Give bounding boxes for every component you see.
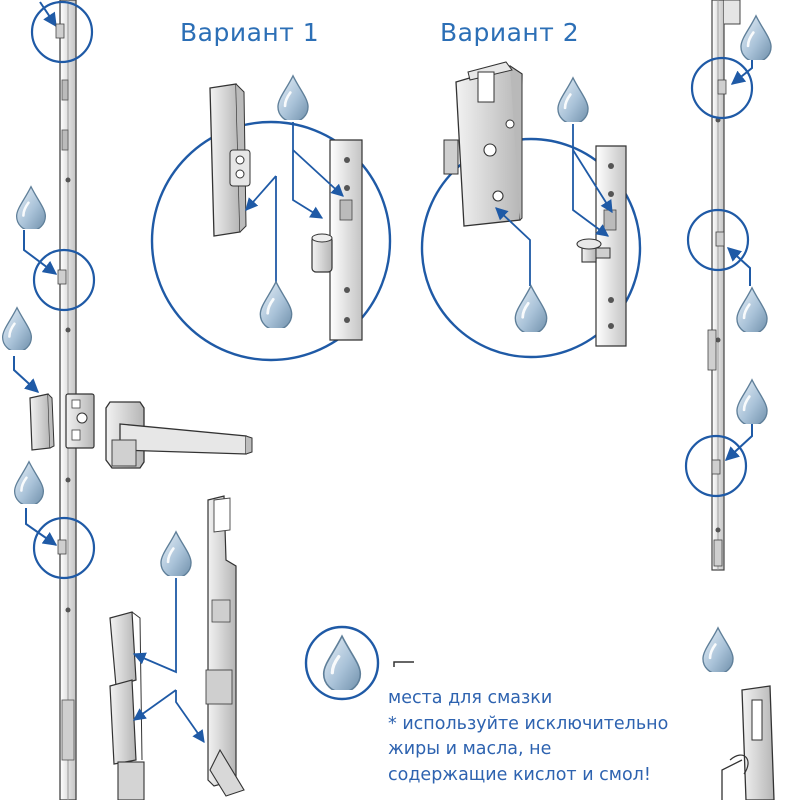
oil-drop-icon xyxy=(701,626,735,672)
bottom-right-hinge xyxy=(721,685,775,800)
variant-1-label: Вариант 1 xyxy=(180,18,320,47)
corner-drive-parts xyxy=(109,495,245,800)
left-keeper-part xyxy=(29,393,55,451)
right-espagnolette-rail xyxy=(707,0,741,571)
legend-line-3: жиры и масла, не xyxy=(388,739,552,759)
callout-circle xyxy=(690,56,754,120)
legend-line-1: места для смазки xyxy=(388,688,553,708)
right-rail-callouts xyxy=(684,56,754,498)
oil-drop-icon xyxy=(556,76,590,122)
window-handle xyxy=(105,401,253,469)
callout-circle xyxy=(684,434,748,498)
legend-line-2: * используйте исключительно xyxy=(388,713,669,734)
legend-icon xyxy=(304,625,414,701)
oil-drop-icon xyxy=(735,378,769,424)
variant-2-detail xyxy=(420,61,642,359)
oil-drop-icon xyxy=(15,185,47,229)
callout-circle xyxy=(32,516,96,580)
oil-drop-icon xyxy=(739,14,773,60)
oil-drop-icon xyxy=(159,530,193,576)
gearbox-part xyxy=(65,393,95,449)
callout-circle xyxy=(30,0,94,64)
variant-1-detail xyxy=(150,74,392,362)
callout-circle xyxy=(32,248,96,312)
legend-line-4: содержащие кислот и смол! xyxy=(388,764,651,785)
oil-drop-icon xyxy=(735,286,769,332)
variant-2-label: Вариант 2 xyxy=(440,18,580,47)
callout-circle xyxy=(686,208,750,272)
oil-drop-icon xyxy=(276,74,310,120)
oil-drop-icon xyxy=(1,306,33,350)
legend-text: места для смазки * используйте исключите… xyxy=(388,686,788,788)
left-rail-callouts xyxy=(13,0,96,580)
oil-drop-icon xyxy=(13,460,45,504)
